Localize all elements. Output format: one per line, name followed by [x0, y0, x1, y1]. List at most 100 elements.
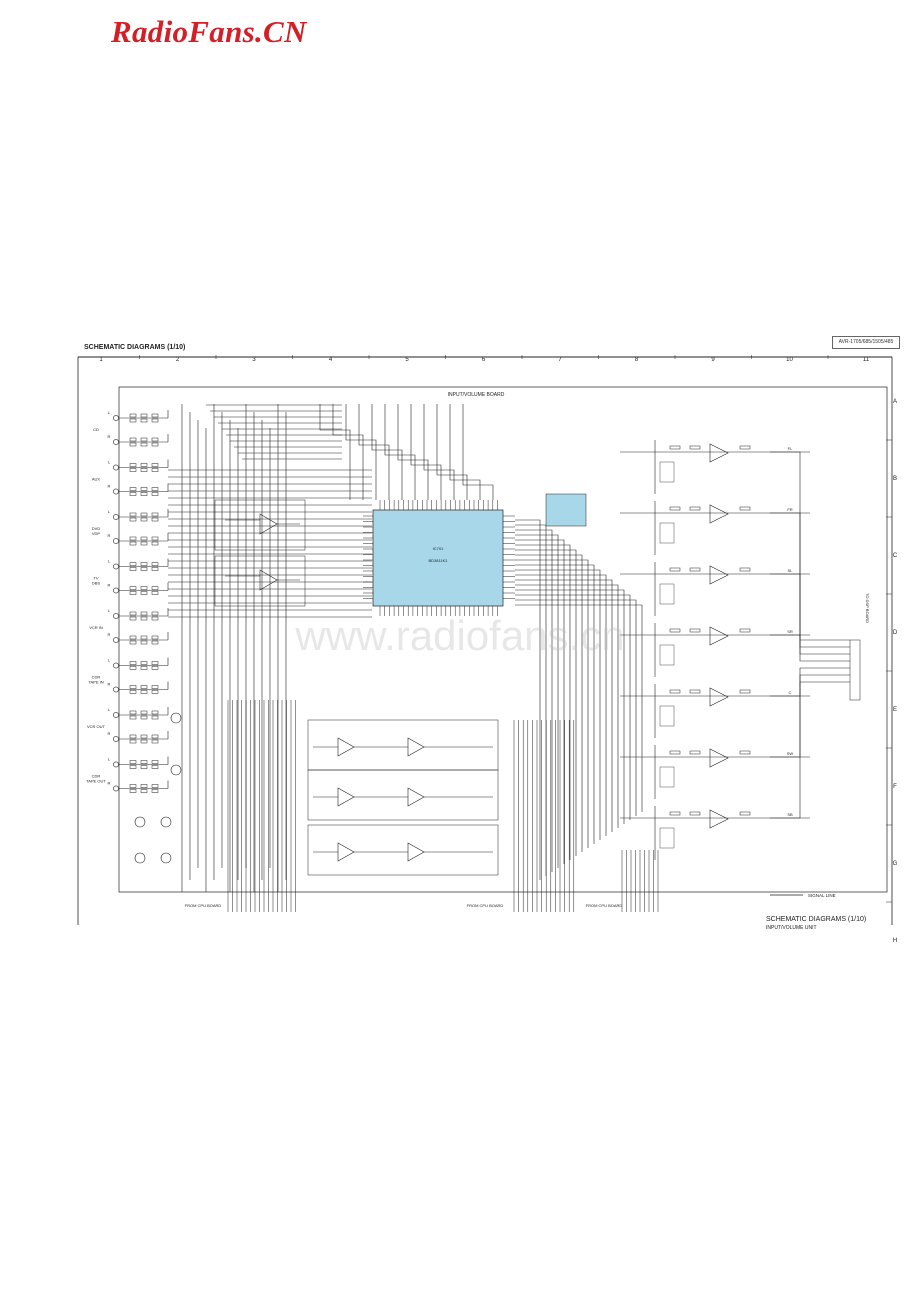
- wire: [515, 539, 565, 864]
- capacitor-icon: [151, 591, 159, 595]
- resistor-icon: [151, 661, 159, 665]
- resistor-icon: [151, 463, 159, 467]
- bias-network: [659, 705, 675, 727]
- rca-jack-icon: [113, 637, 119, 643]
- wire: [410, 404, 442, 500]
- ic701-body: [372, 509, 504, 607]
- switch-ic-body: [545, 493, 587, 527]
- grid-row-label: F: [893, 784, 897, 790]
- capacitor-icon: [140, 666, 148, 670]
- channel-label: L: [108, 460, 111, 465]
- wire: [515, 549, 577, 856]
- wire: [332, 404, 364, 500]
- opamp-subcircuit: [214, 555, 306, 607]
- transistor-icon: [134, 852, 146, 864]
- resistor-icon: [151, 437, 159, 442]
- wire: [515, 584, 619, 828]
- resistor-icon: [151, 562, 159, 566]
- transistor-icon: [134, 816, 146, 828]
- resistor-icon: [140, 734, 148, 739]
- resistor-icon: [129, 611, 137, 616]
- resistor-icon: [140, 536, 148, 541]
- rca-jack-icon: [113, 563, 119, 570]
- resistor-icon: [739, 567, 751, 572]
- resistor-icon: [129, 734, 137, 739]
- output-channel-label: SL: [788, 568, 794, 573]
- opamp-icon: [407, 787, 425, 807]
- resistor-icon: [140, 635, 148, 640]
- signal-line-legend-label: SIGNAL LINE: [808, 893, 836, 898]
- channel-label: R: [108, 731, 111, 736]
- resistor-icon: [669, 567, 681, 572]
- resistor-icon: [669, 445, 681, 450]
- input-source-label: VCR OUT: [87, 724, 106, 729]
- footer-subtitle: INPUT/VOLUME UNIT: [766, 925, 817, 931]
- resistor-icon: [129, 512, 137, 517]
- bias-network: [659, 583, 675, 605]
- resistor-icon: [140, 784, 148, 788]
- wire: [371, 404, 403, 500]
- capacitor-icon: [140, 765, 148, 769]
- watermark: www.radiofans.cn: [294, 612, 624, 659]
- wire: [515, 604, 643, 812]
- wire: [515, 589, 625, 824]
- input-source-label: AUX: [92, 477, 101, 482]
- channel-label: L: [108, 658, 111, 663]
- grid-column-label: 8: [635, 357, 639, 363]
- capacitor-icon: [129, 442, 137, 447]
- capacitor-icon: [151, 715, 159, 720]
- input-source-label: CD: [93, 427, 99, 432]
- wire: [515, 579, 613, 832]
- resistor-icon: [129, 784, 137, 788]
- rca-jack-icon: [113, 712, 119, 718]
- wire: [515, 559, 589, 848]
- resistor-icon: [140, 760, 148, 764]
- wire: [319, 404, 351, 500]
- grid-column-label: 1: [99, 357, 103, 363]
- input-source-label: TV: [93, 576, 98, 581]
- resistor-icon: [140, 685, 148, 689]
- wire: [423, 404, 455, 500]
- opamp-block: [307, 824, 499, 876]
- input-source-label: DBS: [92, 581, 101, 586]
- transistor-icon: [170, 712, 182, 724]
- capacitor-icon: [140, 517, 148, 522]
- capacitor-icon: [140, 492, 148, 496]
- radiofans-logo: RadioFans.CN: [111, 14, 307, 49]
- sheet-title: SCHEMATIC DIAGRAMS (1/10): [84, 344, 186, 351]
- resistor-icon: [151, 710, 159, 715]
- opamp-icon: [407, 842, 425, 862]
- wire: [515, 519, 541, 880]
- resistor-icon: [129, 463, 137, 467]
- capacitor-icon: [140, 715, 148, 720]
- channel-label: R: [108, 682, 111, 687]
- output-channel-label: FR: [787, 507, 792, 512]
- wire: [515, 594, 631, 820]
- capacitor-icon: [129, 765, 137, 769]
- wire: [384, 404, 416, 500]
- rca-jack-icon: [113, 662, 119, 669]
- resistor-icon: [151, 536, 159, 541]
- resistor-icon: [129, 586, 137, 590]
- resistor-icon: [140, 710, 148, 715]
- resistor-icon: [151, 635, 159, 640]
- input-source-label: CDR: [92, 675, 101, 680]
- capacitor-icon: [129, 468, 137, 472]
- drawing-frame: [77, 356, 893, 925]
- resistor-icon: [140, 487, 148, 491]
- capacitor-icon: [151, 690, 159, 694]
- output-opamp-icon: [709, 748, 729, 768]
- input-source-label: DVD: [92, 526, 101, 531]
- channel-label: R: [108, 632, 111, 637]
- capacitor-icon: [140, 690, 148, 694]
- grid-row-label: G: [893, 861, 898, 867]
- resistor-icon: [151, 512, 159, 517]
- grid-column-label: 9: [711, 357, 715, 363]
- opamp-icon: [337, 737, 355, 757]
- grid-row-label: B: [893, 476, 897, 482]
- wire: [345, 404, 377, 500]
- wiring: [119, 404, 850, 912]
- grid-column-label: 7: [558, 357, 562, 363]
- opamp-icon: [259, 569, 278, 591]
